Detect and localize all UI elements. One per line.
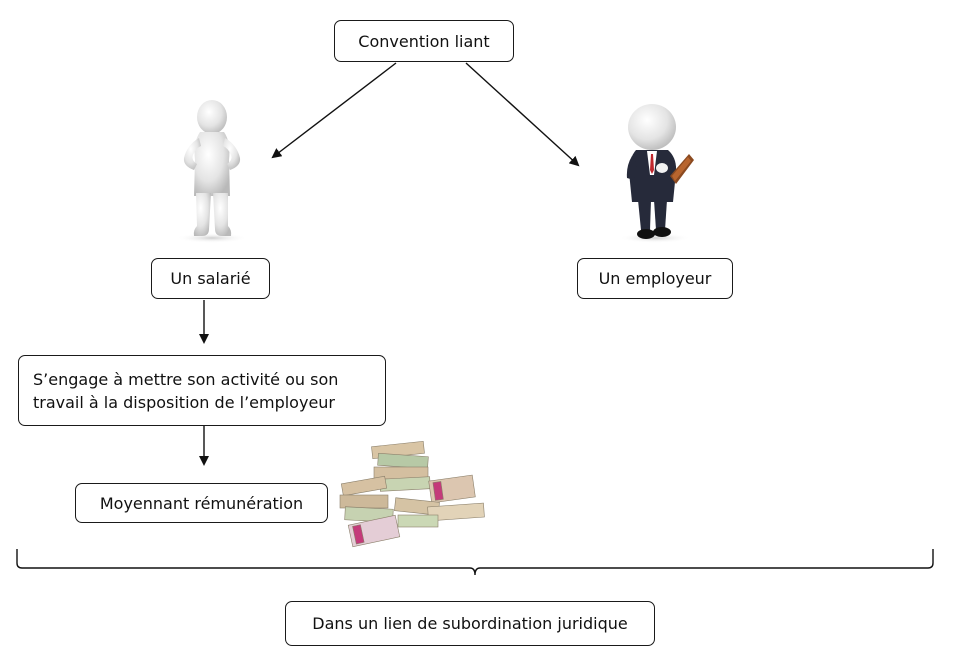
convention-label: Convention liant (358, 31, 490, 51)
employee-box: Un salarié (151, 258, 270, 299)
convention-box: Convention liant (334, 20, 514, 62)
engagement-label: S’engage à mettre son activité ou son tr… (33, 369, 339, 412)
employer-box: Un employeur (577, 258, 733, 299)
engagement-box: S’engage à mettre son activité ou son tr… (18, 355, 386, 426)
arrow-to-employee (271, 62, 397, 159)
arrow-to-employer (465, 62, 580, 167)
remuneration-label: Moyennant rémunération (99, 493, 304, 513)
remuneration-box: Moyennant rémunération (75, 483, 328, 523)
grouping-brace (16, 549, 934, 576)
employee-label: Un salarié (170, 269, 251, 288)
subordination-label: Dans un lien de subordination juridique (312, 614, 628, 633)
employer-label: Un employeur (598, 269, 712, 288)
subordination-box: Dans un lien de subordination juridique (285, 601, 655, 646)
